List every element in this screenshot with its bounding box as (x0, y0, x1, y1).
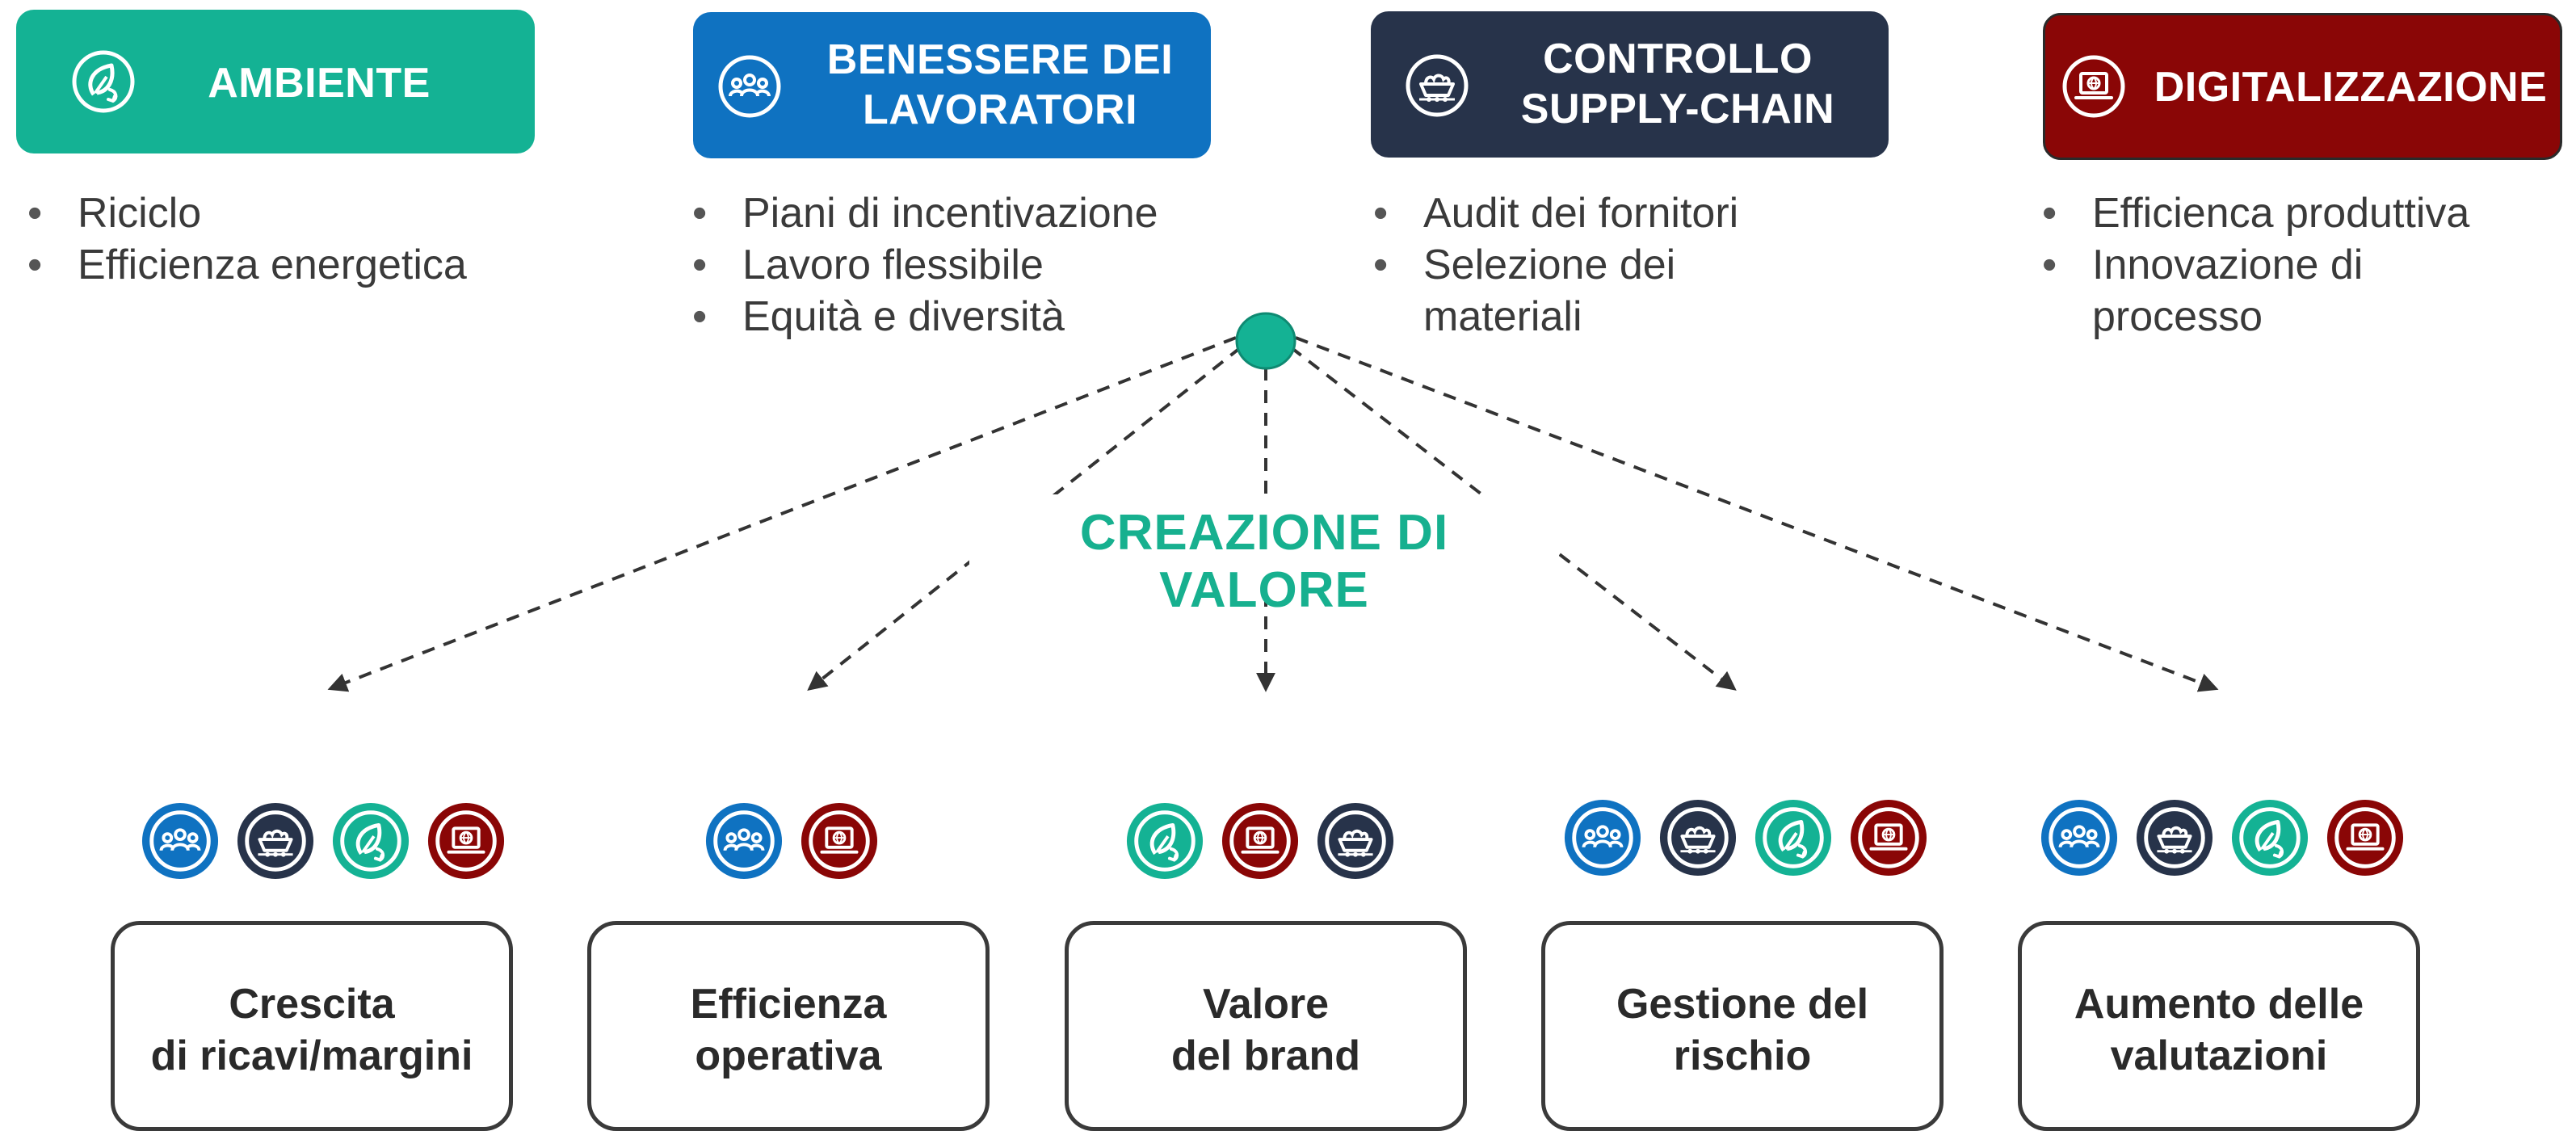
leaf-recycle-icon (2230, 798, 2309, 877)
cart-icon (236, 801, 315, 881)
pillar-title: DIGITALIZZAZIONE (2154, 64, 2548, 111)
people-icon (1563, 798, 1642, 877)
list-item: Efficienca produttiva (2031, 187, 2469, 239)
icon-row-gestione (1563, 798, 1928, 877)
icon-row-valore (1125, 801, 1395, 881)
people-icon (704, 801, 784, 881)
cart-icon (2135, 798, 2214, 877)
arrow-crescita (327, 336, 1237, 692)
list-item: Riciclo (16, 187, 467, 239)
list-item: Efficienza energetica (16, 239, 467, 291)
icon-row-aumento (2040, 798, 2405, 877)
cart-icon (1316, 801, 1395, 881)
people-icon (2040, 798, 2119, 877)
list-item: Piani di incentivazione (681, 187, 1158, 239)
laptop-globe-icon (2326, 798, 2405, 877)
icon-row-efficienza (704, 801, 879, 881)
list-item: Equità e diversità (681, 291, 1158, 343)
laptop-globe-icon (800, 801, 879, 881)
icon-row-crescita (141, 801, 506, 881)
cart-icon (1658, 798, 1738, 877)
list-item: Lavoro flessibile (681, 239, 1158, 291)
people-icon (141, 801, 220, 881)
arrow-aumento (1295, 336, 2219, 692)
title-mask (969, 494, 1559, 583)
leaf-recycle-icon (1754, 798, 1833, 877)
leaf-recycle-icon (1125, 801, 1204, 881)
bullets-digital: Efficienca produttiva Innovazione diproc… (2031, 187, 2469, 343)
list-item: Audit dei fornitori (1362, 187, 1738, 239)
bullets-ambiente: Riciclo Efficienza energetica (16, 187, 467, 291)
laptop-globe-icon (427, 801, 506, 881)
laptop-globe-icon (1849, 798, 1928, 877)
center-title: CREAZIONE DI VALORE (1079, 505, 1449, 618)
bullets-supply: Audit dei fornitori Selezione deimateria… (1362, 187, 1738, 343)
pillar-title: AMBIENTE (208, 60, 431, 107)
bullets-benessere: Piani di incentivazione Lavoro flessibil… (681, 187, 1158, 343)
leaf-recycle-icon (331, 801, 410, 881)
laptop-globe-icon (1221, 801, 1300, 881)
pillar-ambiente: AMBIENTE (16, 10, 535, 153)
center-dot (1235, 312, 1296, 370)
pillar-digital: DIGITALIZZAZIONE (2043, 13, 2562, 160)
